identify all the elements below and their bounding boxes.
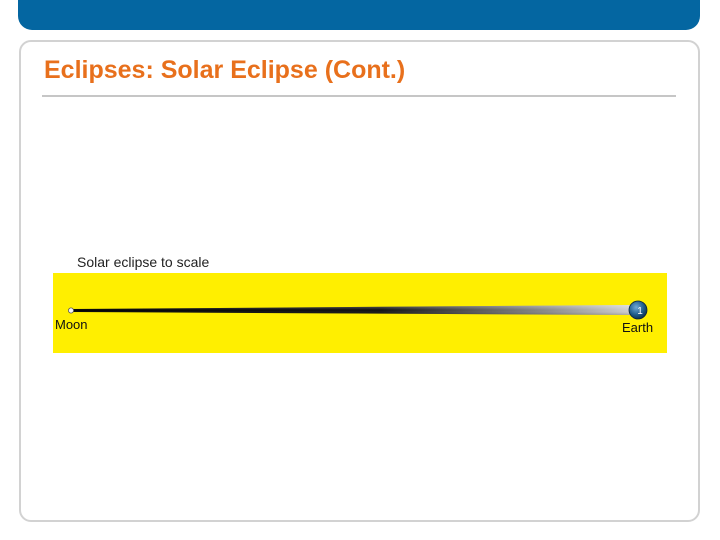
slide-frame — [19, 40, 700, 522]
moon-icon — [67, 307, 74, 314]
moon-label: Moon — [55, 317, 88, 332]
figure-caption: Solar eclipse to scale — [77, 254, 210, 270]
eclipse-diagram: 1 — [53, 273, 667, 353]
eclipse-diagram-panel: 1 Moon Earth — [53, 273, 667, 353]
page-title: Eclipses: Solar Eclipse (Cont.) — [44, 56, 406, 84]
earth-label: Earth — [622, 320, 654, 335]
earth-marker: 1 — [637, 306, 643, 317]
header-band — [18, 0, 700, 30]
title-divider — [42, 95, 676, 97]
earth-icon — [628, 300, 648, 320]
